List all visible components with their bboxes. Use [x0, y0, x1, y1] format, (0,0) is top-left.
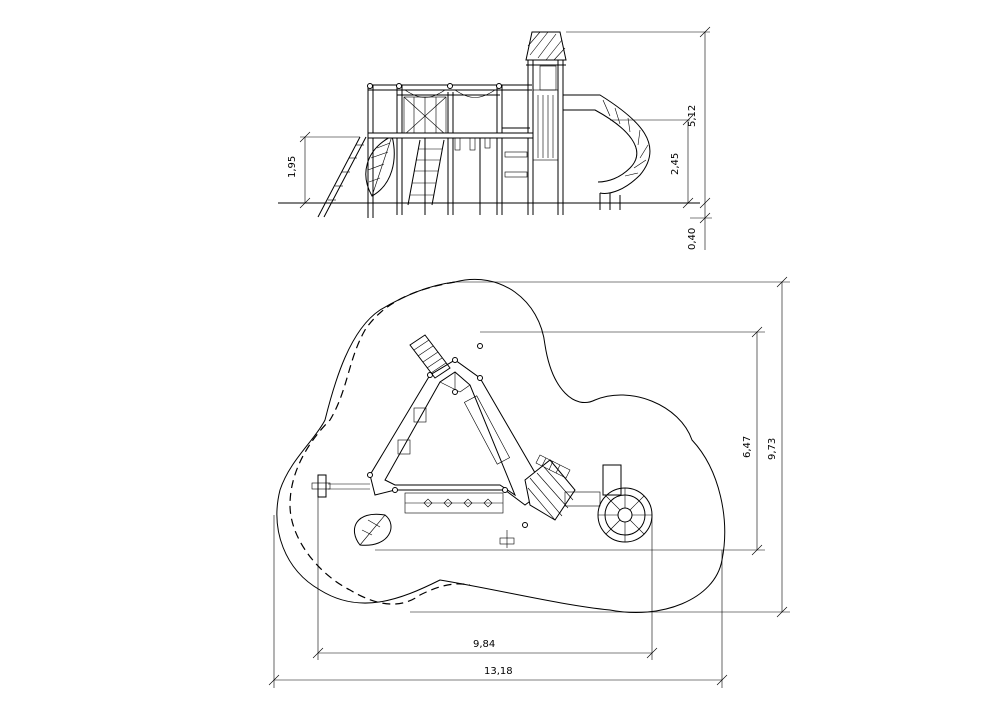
spiral-slide	[563, 94, 651, 210]
inclined-ladder	[317, 136, 367, 218]
top-frame	[367, 83, 532, 98]
plan-rope-bridge	[311, 474, 370, 498]
dim-safety-width: 13,18	[484, 666, 513, 677]
plan-step	[499, 530, 515, 548]
net-panel	[403, 96, 447, 136]
dim-foundation-depth: 0,40	[687, 228, 698, 250]
tower	[526, 59, 566, 161]
dim-platform-height: 1,95	[287, 156, 298, 178]
plan-slide	[564, 464, 653, 543]
plan-ladder	[409, 334, 451, 379]
dim-equipment-depth: 6,47	[742, 436, 753, 458]
dim-slide-height: 2,45	[670, 153, 681, 175]
triangle-frame	[367, 343, 548, 528]
dim-total-height: 5,12	[687, 105, 698, 127]
plan-dimension-lines	[268, 276, 790, 688]
plan-leaf	[353, 513, 392, 546]
platform-deck	[367, 127, 534, 178]
vertical-ladder	[407, 139, 445, 206]
plan-view: 6,47 9,73 9,84 13,18	[268, 276, 790, 688]
leaf-panel	[365, 135, 395, 197]
safety-zone-outline	[276, 278, 726, 614]
dim-equipment-width: 9,84	[473, 639, 495, 650]
dim-safety-depth: 9,73	[767, 438, 778, 460]
plan-tower-roof	[524, 454, 576, 521]
side-elevation: 1,95 5,12 2,45 0,40	[278, 26, 712, 250]
elevation-dimension-lines	[299, 26, 712, 250]
safety-zone-dashed	[289, 281, 471, 605]
tower-roof	[525, 31, 567, 61]
